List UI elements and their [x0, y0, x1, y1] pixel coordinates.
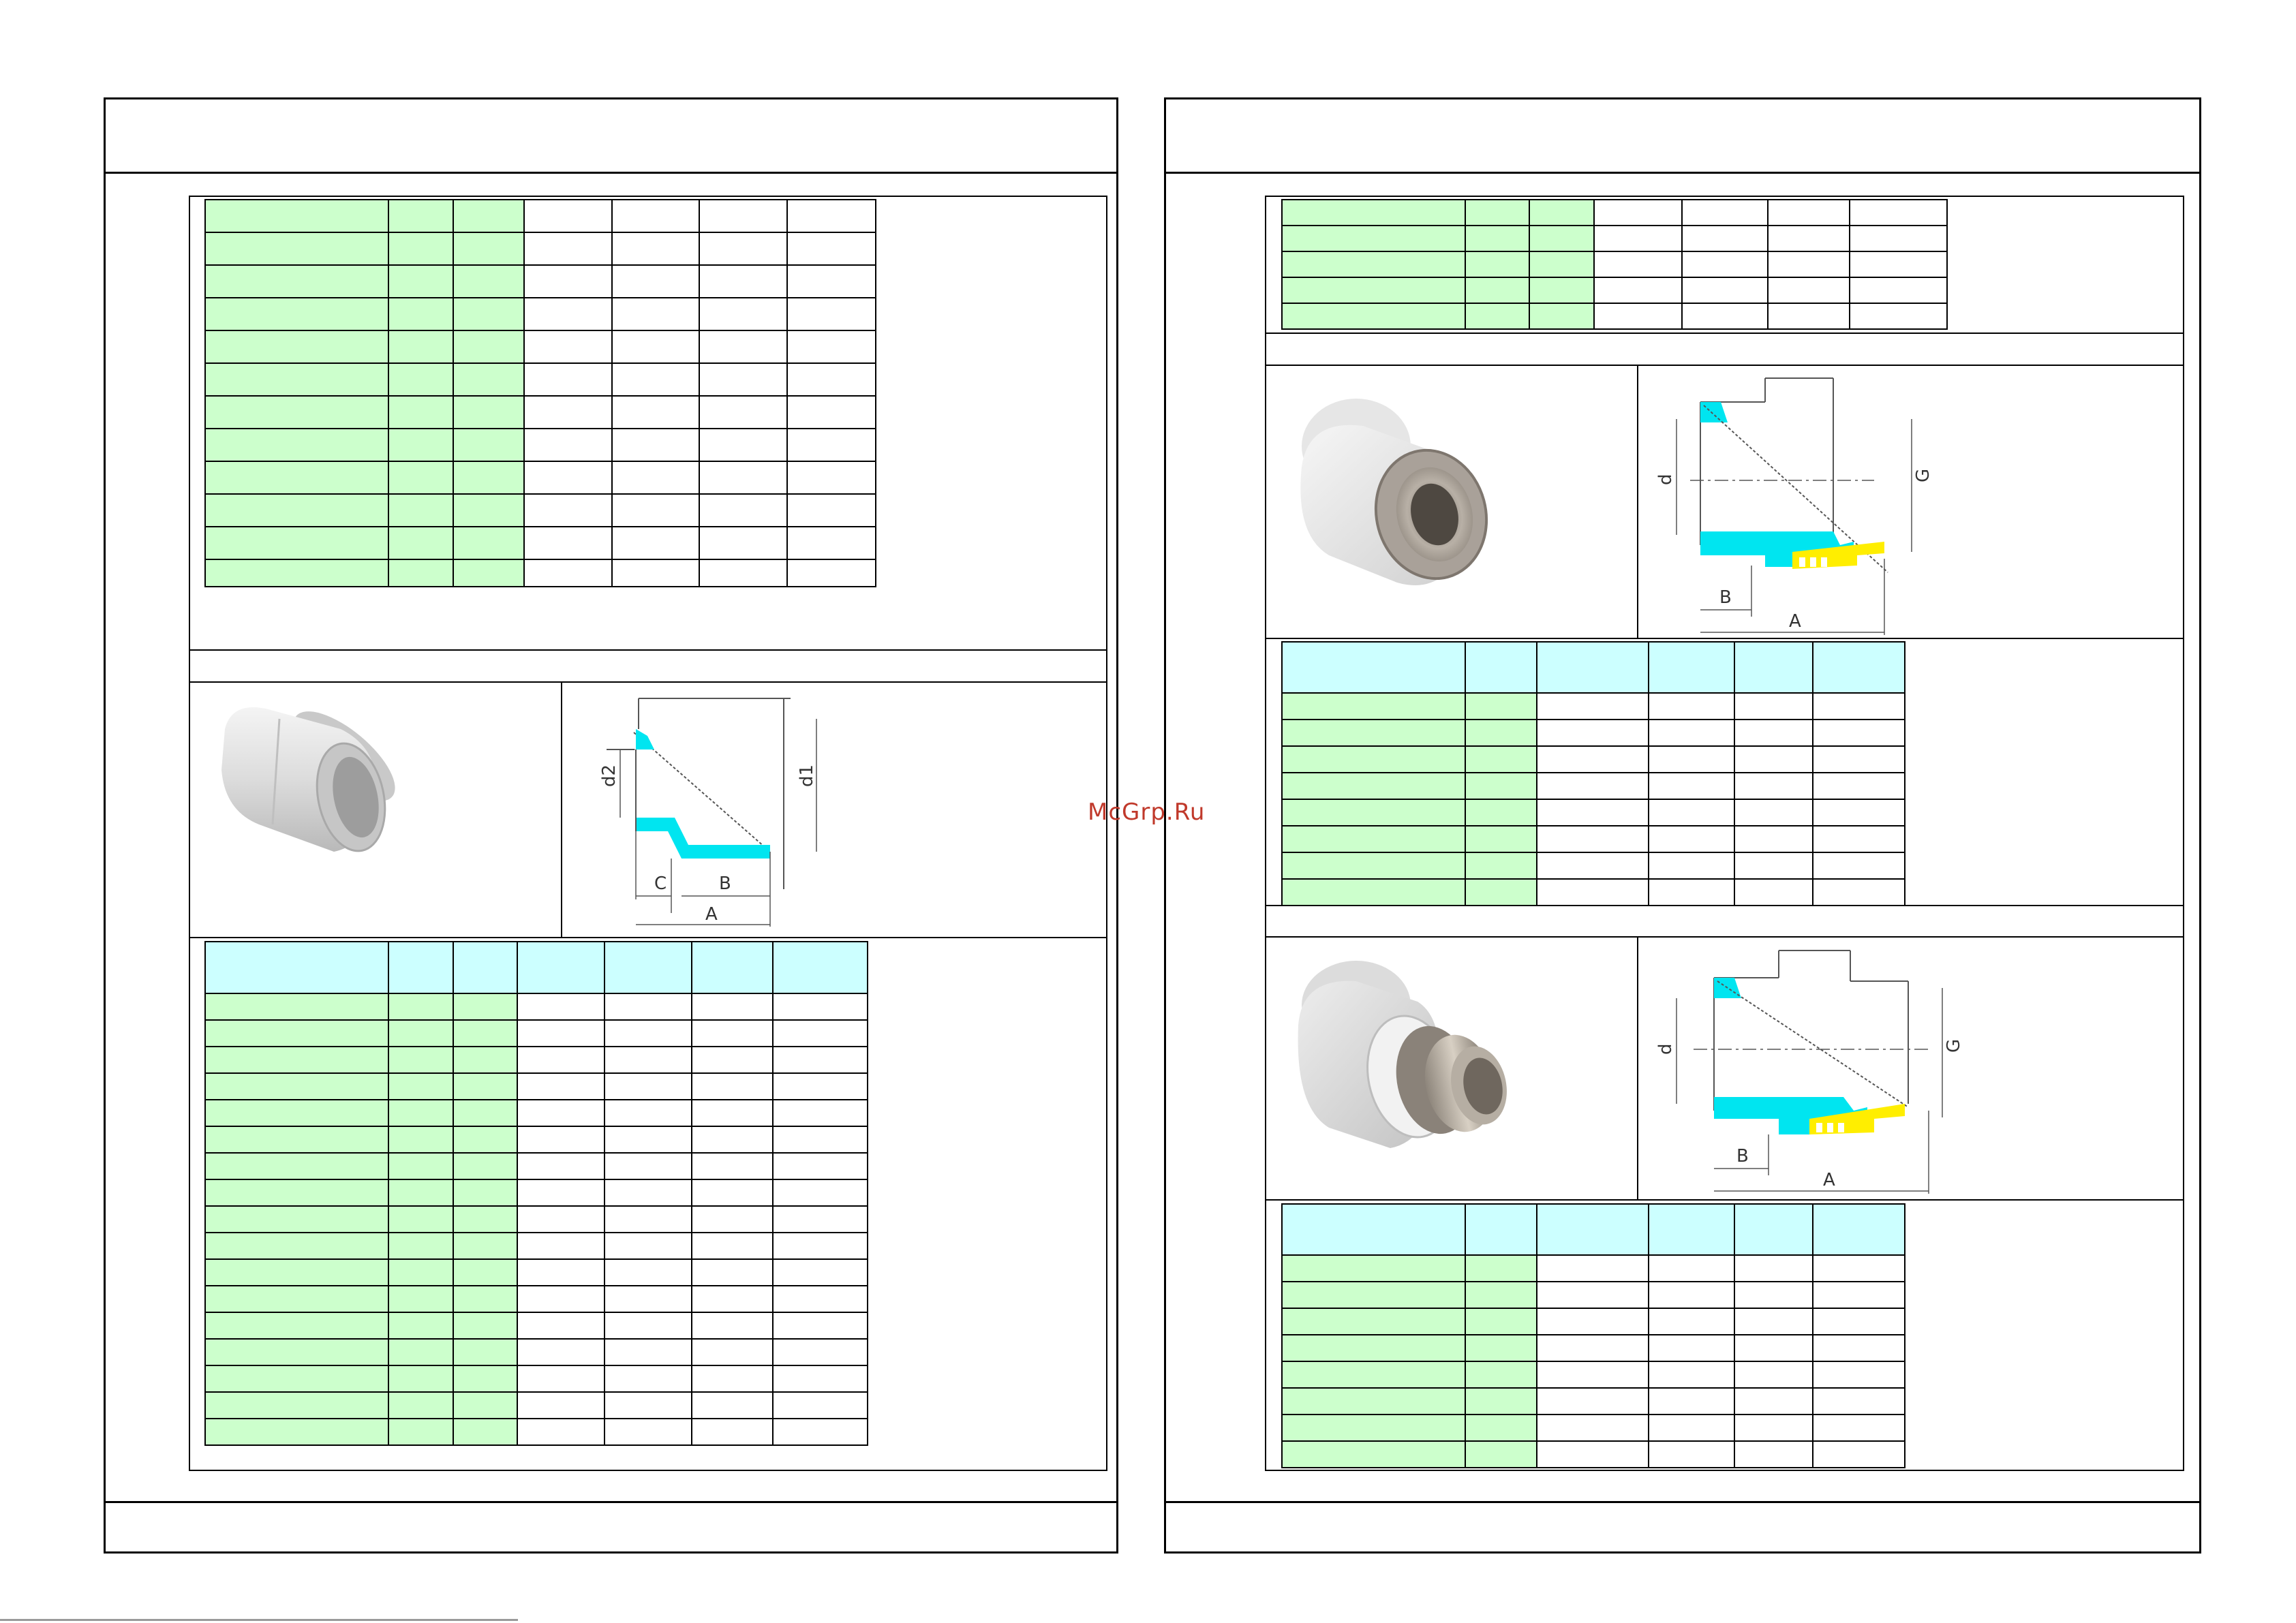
dim-label-a: A	[1823, 1170, 1835, 1190]
dim-label-b: B	[719, 874, 731, 894]
table-row	[204, 1205, 868, 1233]
table-row	[204, 264, 876, 298]
reducer-section-diagram: C B A d2 d1	[599, 698, 817, 927]
dim-label-g: G	[1944, 1039, 1963, 1053]
right-middle-table	[1281, 641, 1905, 906]
table-row	[1281, 772, 1905, 800]
right-section-divider-1	[1265, 333, 2184, 334]
table-row	[1281, 199, 1948, 226]
table-row	[1281, 1254, 1905, 1282]
table-row	[204, 1232, 868, 1260]
right-footer-divider	[1164, 1501, 2201, 1503]
female-adapter-photo	[1300, 399, 1488, 585]
dim-label-d: d	[1655, 1043, 1676, 1055]
reducer-coupling-photo	[221, 707, 395, 852]
right-section-divider-6	[1265, 1199, 2184, 1201]
table-row	[204, 993, 868, 1021]
female-adapter-section-diagram: B A d G	[1655, 377, 1933, 635]
table-row	[204, 1391, 868, 1419]
table-row	[204, 461, 876, 495]
dim-label-g: G	[1913, 469, 1933, 482]
table-row	[204, 526, 876, 560]
table-row	[204, 1312, 868, 1340]
bottom-edge-line	[0, 1619, 518, 1621]
male-adapter-photo	[1298, 961, 1507, 1148]
table-row	[1281, 251, 1948, 278]
dim-label-d: d	[1655, 474, 1676, 485]
table-row	[204, 1046, 868, 1074]
table-row	[204, 1258, 868, 1286]
table-row	[1281, 1308, 1905, 1335]
male-adapter-section-diagram: B A d G	[1655, 950, 1963, 1194]
table-row	[1281, 1387, 1905, 1415]
table-row	[204, 1418, 868, 1446]
right-section-divider-3	[1265, 638, 2184, 639]
left-bottom-table	[204, 941, 868, 1446]
table-row	[1281, 225, 1948, 252]
table-row	[1281, 825, 1905, 853]
table-row	[204, 493, 876, 527]
table-row	[204, 1285, 868, 1313]
table-row	[204, 232, 876, 266]
right-image-diagram-separator-1	[1637, 365, 1638, 638]
table-row	[204, 559, 876, 587]
table-row	[1281, 852, 1905, 880]
table-row	[204, 1019, 868, 1047]
table-row	[1281, 1414, 1905, 1442]
table-header-row	[204, 941, 868, 994]
right-bottom-table	[1281, 1203, 1905, 1468]
table-header-row	[1281, 1203, 1905, 1256]
left-section-divider-3	[189, 937, 1107, 938]
table-row	[204, 1152, 868, 1180]
table-row	[1281, 1440, 1905, 1468]
table-row	[204, 1365, 868, 1393]
dim-label-a: A	[705, 904, 718, 925]
left-header-divider	[104, 172, 1118, 174]
table-row	[204, 1126, 868, 1154]
table-row	[1281, 878, 1905, 906]
right-section-divider-4	[1265, 905, 2184, 906]
table-row	[204, 297, 876, 331]
table-row	[204, 428, 876, 462]
right-header-divider	[1164, 172, 2201, 174]
right-top-table	[1281, 199, 1948, 330]
table-row	[204, 1338, 868, 1366]
left-section-divider-2	[189, 681, 1107, 683]
left-top-table	[204, 199, 876, 587]
table-row	[1281, 1334, 1905, 1362]
dim-label-a: A	[1789, 611, 1801, 632]
dim-label-b: B	[1719, 587, 1732, 608]
table-row	[204, 395, 876, 429]
dim-label-c: C	[654, 874, 667, 894]
table-row	[204, 1099, 868, 1127]
table-row	[1281, 799, 1905, 826]
table-row	[1281, 745, 1905, 773]
right-section-divider-2	[1265, 365, 2184, 366]
right-section-divider-5	[1265, 936, 2184, 938]
right-content-frame	[1265, 196, 2184, 1471]
table-row	[204, 362, 876, 397]
table-row	[204, 330, 876, 364]
dim-label-d2: d2	[599, 764, 619, 787]
table-row	[1281, 692, 1905, 720]
right-image-diagram-separator-2	[1637, 936, 1638, 1200]
left-section-divider-1	[189, 649, 1107, 651]
table-row	[1281, 303, 1948, 330]
table-row	[204, 199, 876, 233]
table-row	[204, 1072, 868, 1100]
table-row	[1281, 719, 1905, 747]
table-row	[204, 1179, 868, 1207]
table-row	[1281, 1361, 1905, 1389]
table-row	[1281, 1281, 1905, 1309]
dim-label-d1: d1	[797, 764, 817, 787]
table-header-row	[1281, 641, 1905, 694]
table-row	[1281, 277, 1948, 304]
left-content-frame	[189, 196, 1107, 1471]
left-image-diagram-separator	[561, 681, 562, 938]
watermark-text[interactable]: McGrp.Ru	[1088, 799, 1206, 826]
dim-label-b: B	[1736, 1146, 1749, 1166]
left-footer-divider	[104, 1501, 1118, 1503]
